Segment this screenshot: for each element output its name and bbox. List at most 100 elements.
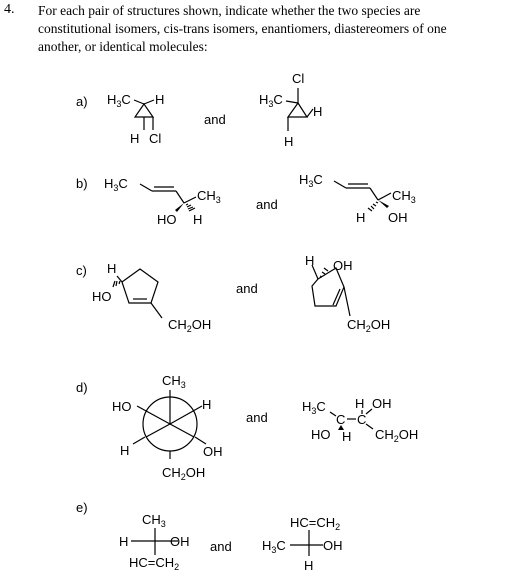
methyl-group: CH3 — [162, 373, 186, 390]
atom-label: OH — [170, 534, 190, 549]
atom-label: H — [130, 131, 139, 146]
bond — [133, 99, 145, 105]
question-number: 4. — [4, 2, 15, 17]
molecule-a-right: Cl H3C H H — [259, 71, 322, 149]
cyclopropane-ring — [286, 101, 309, 118]
bond — [329, 411, 337, 417]
bond — [311, 264, 319, 280]
hash-bond — [367, 201, 379, 212]
atom-label: OH — [333, 258, 353, 273]
wedge-bond — [378, 200, 389, 208]
atom-label: OH — [203, 444, 223, 459]
part-label: a) — [76, 94, 88, 109]
bond — [183, 196, 197, 204]
atom-label: H — [120, 443, 129, 458]
part-label: d) — [76, 380, 88, 395]
bond — [150, 302, 163, 319]
part-label: c) — [76, 263, 87, 278]
and-connector: and — [256, 197, 278, 212]
methyl-group: H3C — [107, 92, 131, 109]
methyl-group: H3C — [104, 176, 128, 193]
question-text: For each pair of structures shown, indic… — [38, 2, 503, 56]
methyl-group: CH3 — [197, 188, 221, 205]
bond — [145, 423, 171, 438]
bond — [306, 108, 314, 118]
atom-label: HO — [92, 289, 112, 304]
substituent-group: CH2OH — [168, 317, 211, 334]
molecule-d-right: H3C C C H OH HO H CH2OH — [302, 396, 418, 444]
atom-label: H — [193, 212, 202, 227]
part-b: b) H3C CH3 HO H and H3C — [76, 172, 416, 227]
bond — [116, 275, 123, 283]
atom-label: Cl — [149, 131, 161, 146]
atom-label: OH — [388, 210, 408, 225]
part-a: a) H3C H H Cl and Cl H3C H H — [76, 71, 322, 149]
atom-label: OH — [372, 396, 392, 411]
bond — [365, 423, 374, 430]
atom-label: H — [355, 396, 364, 411]
vinyl-group: HC=CH2 — [290, 515, 340, 532]
part-label: e) — [76, 500, 88, 515]
bond — [143, 99, 155, 105]
cyclopentene-ring — [121, 268, 159, 304]
part-d: d) CH3 HO H H OH CH2OH and H3C C C — [76, 373, 418, 482]
bond — [169, 405, 203, 425]
atom-label: H — [304, 558, 313, 573]
atom-label: OH — [323, 538, 343, 553]
bond — [139, 183, 153, 192]
atom-label: H — [313, 104, 322, 119]
question-line: constitutional isomers, cis-trans isomer… — [38, 21, 447, 36]
hash-bond — [319, 267, 329, 278]
cyclopentene-ring — [311, 267, 345, 307]
methyl-group: H3C — [259, 92, 283, 109]
cyclopropane-ring — [133, 102, 155, 118]
substituent-group: CH2OH — [347, 317, 390, 334]
vinyl-group: HC=CH2 — [129, 555, 179, 572]
atom-label: H — [119, 534, 128, 549]
and-connector: and — [204, 112, 226, 127]
methyl-group: CH3 — [392, 188, 416, 205]
atom-label: C — [357, 412, 366, 427]
and-connector: and — [236, 281, 258, 296]
substituent-group: CH2OH — [375, 427, 418, 444]
methyl-group: H3C — [299, 172, 323, 189]
molecule-b-left: H3C CH3 HO H — [104, 176, 221, 227]
bond — [333, 180, 347, 189]
part-e: e) CH3 H OH HC=CH2 and HC=CH2 H3C OH H — [76, 500, 343, 573]
atom-label: H — [284, 134, 293, 149]
and-connector: and — [246, 410, 268, 425]
bond — [132, 436, 146, 445]
bond — [285, 100, 299, 104]
bond — [194, 436, 207, 445]
wedge-bond — [175, 203, 184, 212]
atom-label: H — [305, 253, 314, 268]
atom-label: HO — [112, 399, 132, 414]
atom-label: H — [342, 429, 351, 444]
fischer-left: CH3 H OH HC=CH2 — [119, 512, 190, 572]
part-c: c) H HO CH2OH and H — [76, 253, 390, 334]
newman-projection: CH3 HO H H OH CH2OH — [112, 373, 223, 482]
bond — [343, 286, 351, 317]
atom-label: HO — [311, 427, 331, 442]
atom-label: C — [336, 412, 345, 427]
methyl-group: CH3 — [142, 512, 166, 529]
bond — [369, 187, 379, 201]
bond — [377, 192, 392, 201]
atom-label: HO — [157, 212, 177, 227]
atom-label: H — [155, 92, 164, 107]
bond — [175, 190, 185, 204]
molecule-c-right: H OH CH2OH — [305, 253, 390, 334]
molecule-b-right: H3C CH3 H OH — [299, 172, 416, 225]
molecule-a-left: H3C H H Cl — [107, 92, 164, 146]
substituent-group: CH2OH — [162, 465, 205, 482]
atom-label: Cl — [292, 71, 304, 86]
and-connector: and — [210, 539, 232, 554]
atom-label: H — [202, 397, 211, 412]
methyl-group: H3C — [302, 399, 326, 416]
bond — [169, 423, 195, 438]
hash-bond — [185, 203, 196, 212]
methyl-group: H3C — [262, 538, 286, 555]
molecule-c-left: H HO CH2OH — [92, 261, 211, 334]
question-line: For each pair of structures shown, indic… — [38, 3, 421, 18]
